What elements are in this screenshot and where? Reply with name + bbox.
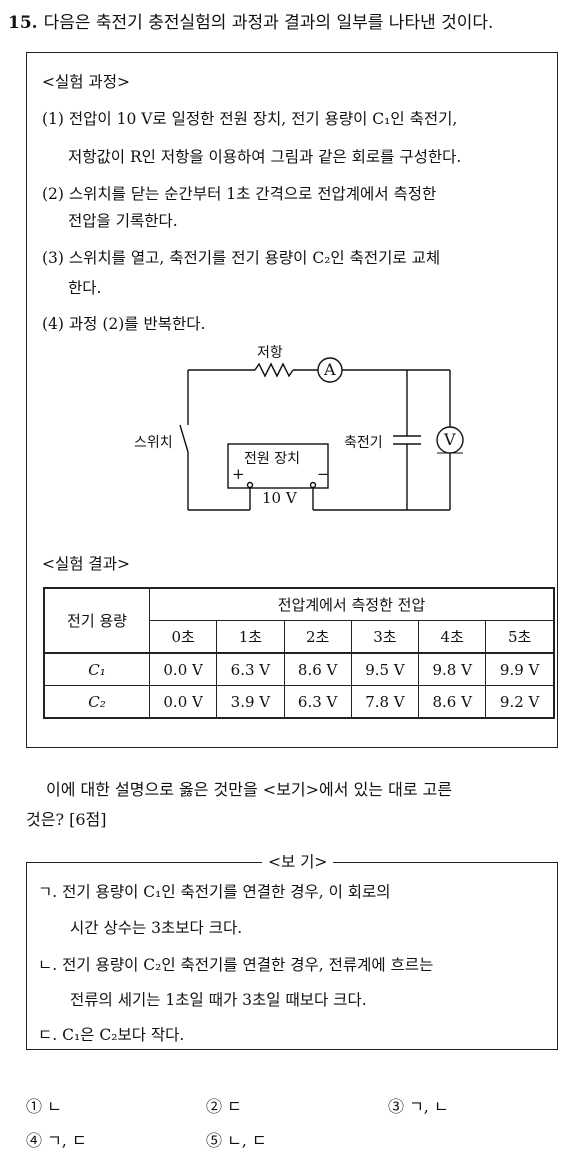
cell-value: 6.3 V	[216, 652, 285, 686]
choice-4[interactable]: ④ ㄱ, ㄷ	[26, 1131, 87, 1150]
cell-value: 9.9 V	[485, 652, 555, 686]
resistor-label: 저항	[257, 345, 283, 361]
time-header: 4초	[418, 620, 487, 654]
process-title: <실험 과정>	[42, 73, 130, 91]
header-capacity: 전기 용량	[43, 587, 150, 654]
power-supply-box	[227, 443, 329, 489]
choice-3[interactable]: ③ ㄱ, ㄴ	[388, 1097, 449, 1116]
cell-value: 9.5 V	[350, 652, 420, 686]
cell-value: 3.9 V	[216, 685, 285, 719]
header-voltage: 전압계에서 측정한 전압	[149, 587, 555, 621]
process-step-1: (1) 전압이 10 V로 일정한 전원 장치, 전기 용량이 C₁인 축전기,	[42, 110, 458, 128]
cell-value: 8.6 V	[283, 652, 352, 686]
results-title: <실험 결과>	[42, 555, 130, 573]
switch-symbol	[179, 424, 189, 453]
row-label-c2: C₂	[43, 685, 150, 719]
switch-label: 스위치	[134, 435, 173, 451]
ask-line-2: 것은? [6점]	[26, 810, 107, 829]
resistor-symbol	[254, 362, 294, 378]
cell-value: 0.0 V	[148, 652, 218, 686]
bogi-item-b: ㄴ. 전기 용량이 C₂인 축전기를 연결한 경우, 전류계에 흐르는	[38, 956, 434, 974]
process-step-2: (2) 스위치를 닫는 순간부터 1초 간격으로 전압계에서 측정한	[42, 185, 437, 203]
bogi-item-c: ㄷ. C₁은 C₂보다 작다.	[38, 1026, 185, 1044]
process-step-1-cont: 저항값이 R인 저항을 이용하여 그림과 같은 회로를 구성한다.	[68, 148, 462, 166]
process-step-3-cont: 한다.	[68, 279, 102, 297]
time-header: 3초	[350, 620, 420, 654]
circuit-diagram	[179, 357, 464, 511]
bogi-title: <보 기>	[262, 850, 334, 872]
plus-terminal-label: +	[232, 465, 245, 483]
choice-1[interactable]: ① ㄴ	[26, 1097, 62, 1116]
results-table: 전기 용량 전압계에서 측정한 전압 0초 1초 2초 3초 4초 5초 C₁ …	[43, 587, 555, 719]
cell-value: 6.3 V	[283, 685, 352, 719]
question-stem: 다음은 축전기 충전실험의 과정과 결과의 일부를 나타낸 것이다.	[43, 13, 494, 33]
cell-value: 9.2 V	[485, 685, 555, 719]
capacitor-label: 축전기	[344, 435, 383, 451]
cell-value: 9.8 V	[418, 652, 487, 686]
choice-2[interactable]: ② ㄷ	[206, 1097, 242, 1116]
time-header: 2초	[283, 620, 352, 654]
ammeter-symbol	[317, 357, 343, 383]
power-supply-label: 전원 장치	[244, 451, 300, 467]
question-number: 15.	[8, 13, 38, 33]
bogi-item-b-cont: 전류의 세기는 1초일 때가 3초일 때보다 크다.	[70, 991, 367, 1009]
process-step-2-cont: 전압을 기록한다.	[68, 212, 178, 230]
cell-value: 0.0 V	[148, 685, 218, 719]
question-header: 15.다음은 축전기 충전실험의 과정과 결과의 일부를 나타낸 것이다.	[8, 8, 493, 33]
row-label-c1: C₁	[43, 652, 150, 686]
process-step-4: (4) 과정 (2)를 반복한다.	[42, 315, 206, 333]
cell-value: 7.8 V	[350, 685, 420, 719]
process-step-3: (3) 스위치를 열고, 축전기를 전기 용량이 C₂인 축전기로 교체	[42, 249, 441, 267]
experiment-box	[26, 52, 558, 748]
ask-line-1: 이에 대한 설명으로 옳은 것만을 <보기>에서 있는 대로 고른	[46, 780, 453, 799]
bogi-item-a-cont: 시간 상수는 3초보다 크다.	[70, 919, 243, 937]
time-header: 5초	[485, 620, 555, 654]
time-header: 1초	[216, 620, 285, 654]
voltmeter-label: V	[444, 430, 456, 449]
source-voltage-label: 10 V	[262, 489, 297, 507]
choice-5[interactable]: ⑤ ㄴ, ㄷ	[206, 1131, 267, 1150]
time-header: 0초	[148, 620, 218, 654]
minus-terminal-label: −	[317, 465, 330, 483]
ammeter-label: A	[324, 360, 336, 379]
bogi-item-a: ㄱ. 전기 용량이 C₁인 축전기를 연결한 경우, 이 회로의	[38, 883, 391, 901]
cell-value: 8.6 V	[418, 685, 487, 719]
